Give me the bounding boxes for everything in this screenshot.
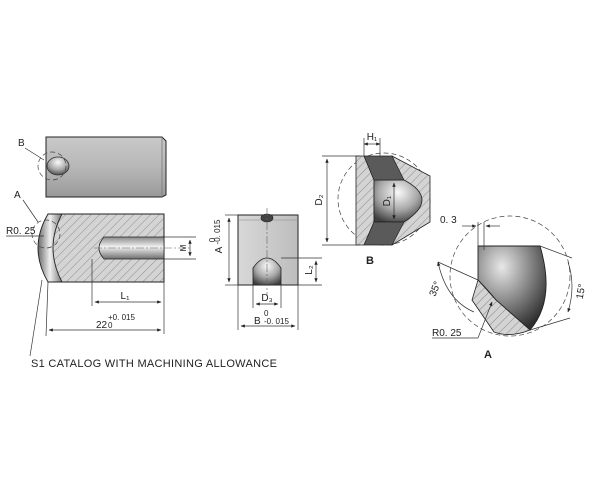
label-a-tol-lower: -0. 015 bbox=[213, 219, 222, 244]
label-view-b-callout: B bbox=[18, 138, 25, 149]
detail-b: H₁ D₂ D₁ B bbox=[314, 132, 431, 267]
top-view: B bbox=[18, 136, 167, 198]
label-h1: H₁ bbox=[367, 132, 378, 143]
label-b-dim: B bbox=[254, 316, 261, 327]
label-d2: D₂ bbox=[314, 194, 325, 205]
label-a-dim: A bbox=[214, 246, 225, 253]
detail-a-circle bbox=[449, 215, 571, 337]
label-length-22: 22 bbox=[96, 320, 108, 331]
detail-a: 0. 3 35° 15° R0. 25 A bbox=[428, 215, 589, 361]
label-detail-a-offset: 0. 3 bbox=[440, 215, 457, 226]
label-view-a-callout: A bbox=[14, 190, 21, 201]
label-b-tol-lower: -0. 015 bbox=[264, 317, 289, 326]
label-length-22-tol-lower: 0 bbox=[108, 321, 113, 330]
label-detail-b-title: B bbox=[366, 255, 374, 267]
label-d3: D₃ bbox=[261, 293, 272, 304]
top-block-hole bbox=[46, 156, 70, 176]
label-m: M bbox=[179, 244, 188, 251]
label-angle-35: 35° bbox=[428, 280, 444, 298]
label-l2: L₂ bbox=[304, 265, 315, 275]
callout-circle-b bbox=[37, 151, 67, 181]
label-a-tol-upper: 0 bbox=[208, 237, 217, 242]
label-angle-15: 15° bbox=[575, 283, 588, 300]
callout-circle-a bbox=[31, 219, 61, 249]
section-view: A R0. 25 M L₁ 22 +0. 015 0 bbox=[6, 190, 196, 357]
label-d1: D₁ bbox=[382, 195, 393, 206]
label-radius-left: R0. 25 bbox=[6, 226, 36, 237]
section-arc-relief bbox=[37, 213, 63, 283]
section-bore bbox=[98, 236, 165, 260]
label-length-22-tol-upper: +0. 015 bbox=[108, 313, 135, 322]
label-radius-detail: R0. 25 bbox=[432, 328, 462, 339]
label-detail-a-title: A bbox=[484, 349, 492, 361]
caption-text: S1 CATALOG WITH MACHINING ALLOWANCE bbox=[31, 358, 277, 370]
end-view: A 0 -0. 015 L₂ D₃ B 0 -0. 015 bbox=[208, 208, 322, 330]
label-l1: L₁ bbox=[121, 291, 131, 302]
label-b-tol-upper: 0 bbox=[264, 309, 269, 318]
